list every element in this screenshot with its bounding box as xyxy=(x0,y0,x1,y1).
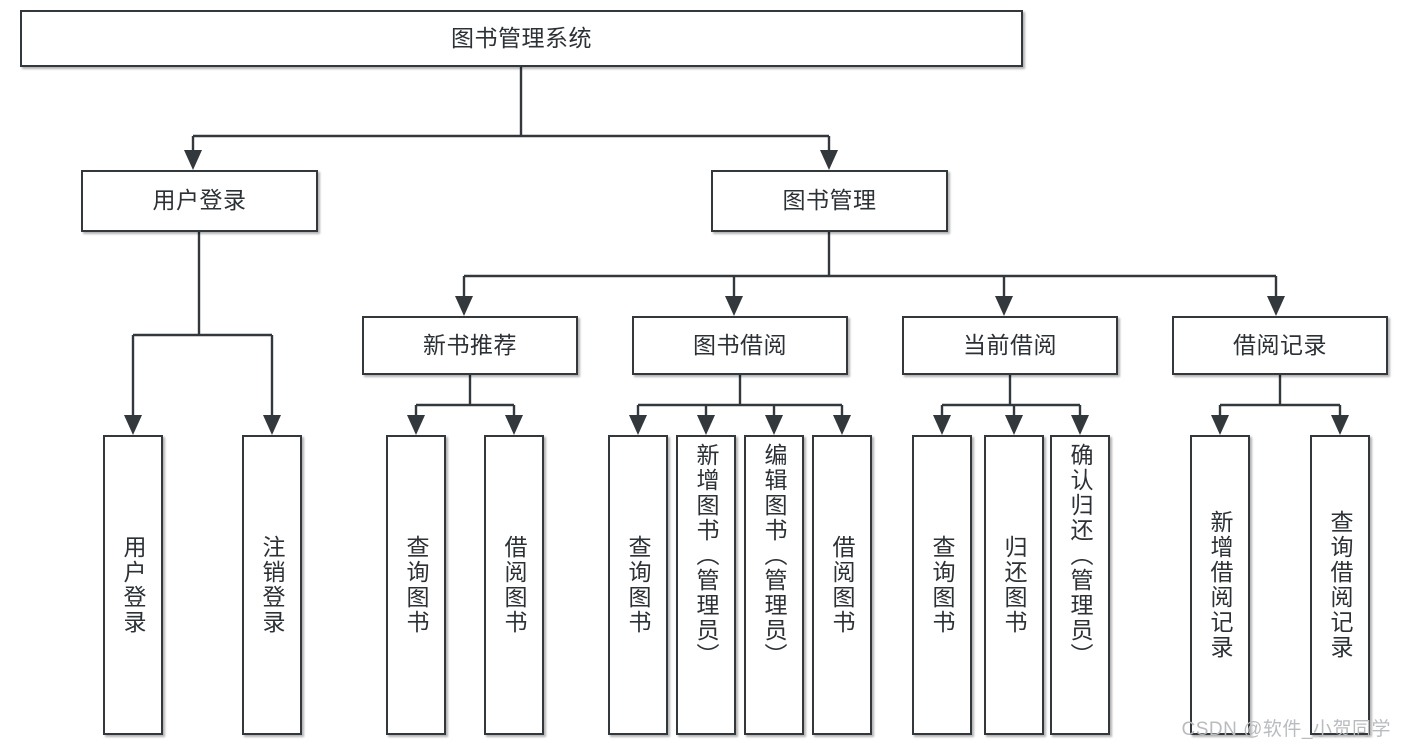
connector-arrowhead-5-1 xyxy=(1005,415,1023,435)
connector-arrowhead-5-2 xyxy=(1071,415,1089,435)
node-label: 图书管理 xyxy=(782,187,877,214)
node-leaf-7: 借阅图书 xyxy=(812,435,872,735)
node-level3-2: 当前借阅 xyxy=(902,316,1118,375)
node-label: 新增图书（管理员） xyxy=(693,443,720,668)
connector-arrowhead-1-3 xyxy=(1267,296,1285,316)
node-level3-0: 新书推荐 xyxy=(362,316,578,375)
node-leaf-2: 查询图书 xyxy=(386,435,446,735)
node-label: 图书管理系统 xyxy=(451,24,592,51)
node-level2-1: 图书管理 xyxy=(711,170,948,232)
node-leaf-6: 编辑图书（管理员） xyxy=(744,435,804,735)
node-level2-0: 用户登录 xyxy=(81,170,318,232)
node-leaf-8: 查询图书 xyxy=(912,435,972,735)
node-label: 新书推荐 xyxy=(423,331,517,358)
node-label: 查询图书 xyxy=(625,535,652,635)
node-label: 确认归还（管理员） xyxy=(1067,443,1094,668)
node-level3-3: 借阅记录 xyxy=(1172,316,1388,375)
node-level3-1: 图书借阅 xyxy=(632,316,848,375)
node-label: 借阅图书 xyxy=(501,535,528,635)
node-label: 当前借阅 xyxy=(963,331,1057,358)
node-leaf-4: 查询图书 xyxy=(608,435,668,735)
watermark-label: CSDN @软件_小贺同学 xyxy=(1181,719,1391,740)
node-label: 借阅记录 xyxy=(1233,331,1327,358)
node-label: 图书借阅 xyxy=(693,331,787,358)
node-root-system: 图书管理系统 xyxy=(20,10,1023,67)
node-leaf-0: 用户登录 xyxy=(103,435,163,735)
connector-arrowhead-4-0 xyxy=(629,415,647,435)
connector-arrowhead-3-0 xyxy=(407,415,425,435)
connector-arrowhead-1-2 xyxy=(995,296,1013,316)
node-label: 查询借阅记录 xyxy=(1327,510,1354,660)
node-leaf-10: 确认归还（管理员） xyxy=(1050,435,1110,735)
connector-arrowhead-5-0 xyxy=(933,415,951,435)
node-leaf-1: 注销登录 xyxy=(242,435,302,735)
node-label: 新增借阅记录 xyxy=(1207,510,1234,660)
node-label: 借阅图书 xyxy=(829,535,856,635)
connector-arrowhead-1-1 xyxy=(725,296,743,316)
connector-arrowhead-6-0 xyxy=(1211,415,1229,435)
connector-arrowhead-4-2 xyxy=(765,415,783,435)
node-label: 用户登录 xyxy=(120,535,147,635)
node-leaf-5: 新增图书（管理员） xyxy=(676,435,736,735)
connector-arrowhead-4-3 xyxy=(833,415,851,435)
node-label: 查询图书 xyxy=(929,535,956,635)
connector-arrowhead-3-1 xyxy=(505,415,523,435)
connector-arrowhead-4-1 xyxy=(697,415,715,435)
node-label: 归还图书 xyxy=(1001,535,1028,635)
connector-arrowhead-1-0 xyxy=(455,296,473,316)
connector-arrowhead-6-1 xyxy=(1331,415,1349,435)
node-label: 注销登录 xyxy=(259,535,286,635)
node-label: 用户登录 xyxy=(152,187,247,214)
node-leaf-9: 归还图书 xyxy=(984,435,1044,735)
connector-arrowhead-0-0 xyxy=(184,150,202,170)
node-leaf-3: 借阅图书 xyxy=(484,435,544,735)
node-leaf-11: 新增借阅记录 xyxy=(1190,435,1250,735)
node-leaf-12: 查询借阅记录 xyxy=(1310,435,1370,735)
connector-arrowhead-2-0 xyxy=(124,415,142,435)
connector-arrowhead-0-1 xyxy=(820,150,838,170)
node-label: 编辑图书（管理员） xyxy=(761,443,788,668)
connector-arrowhead-2-1 xyxy=(263,415,281,435)
node-label: 查询图书 xyxy=(403,535,430,635)
